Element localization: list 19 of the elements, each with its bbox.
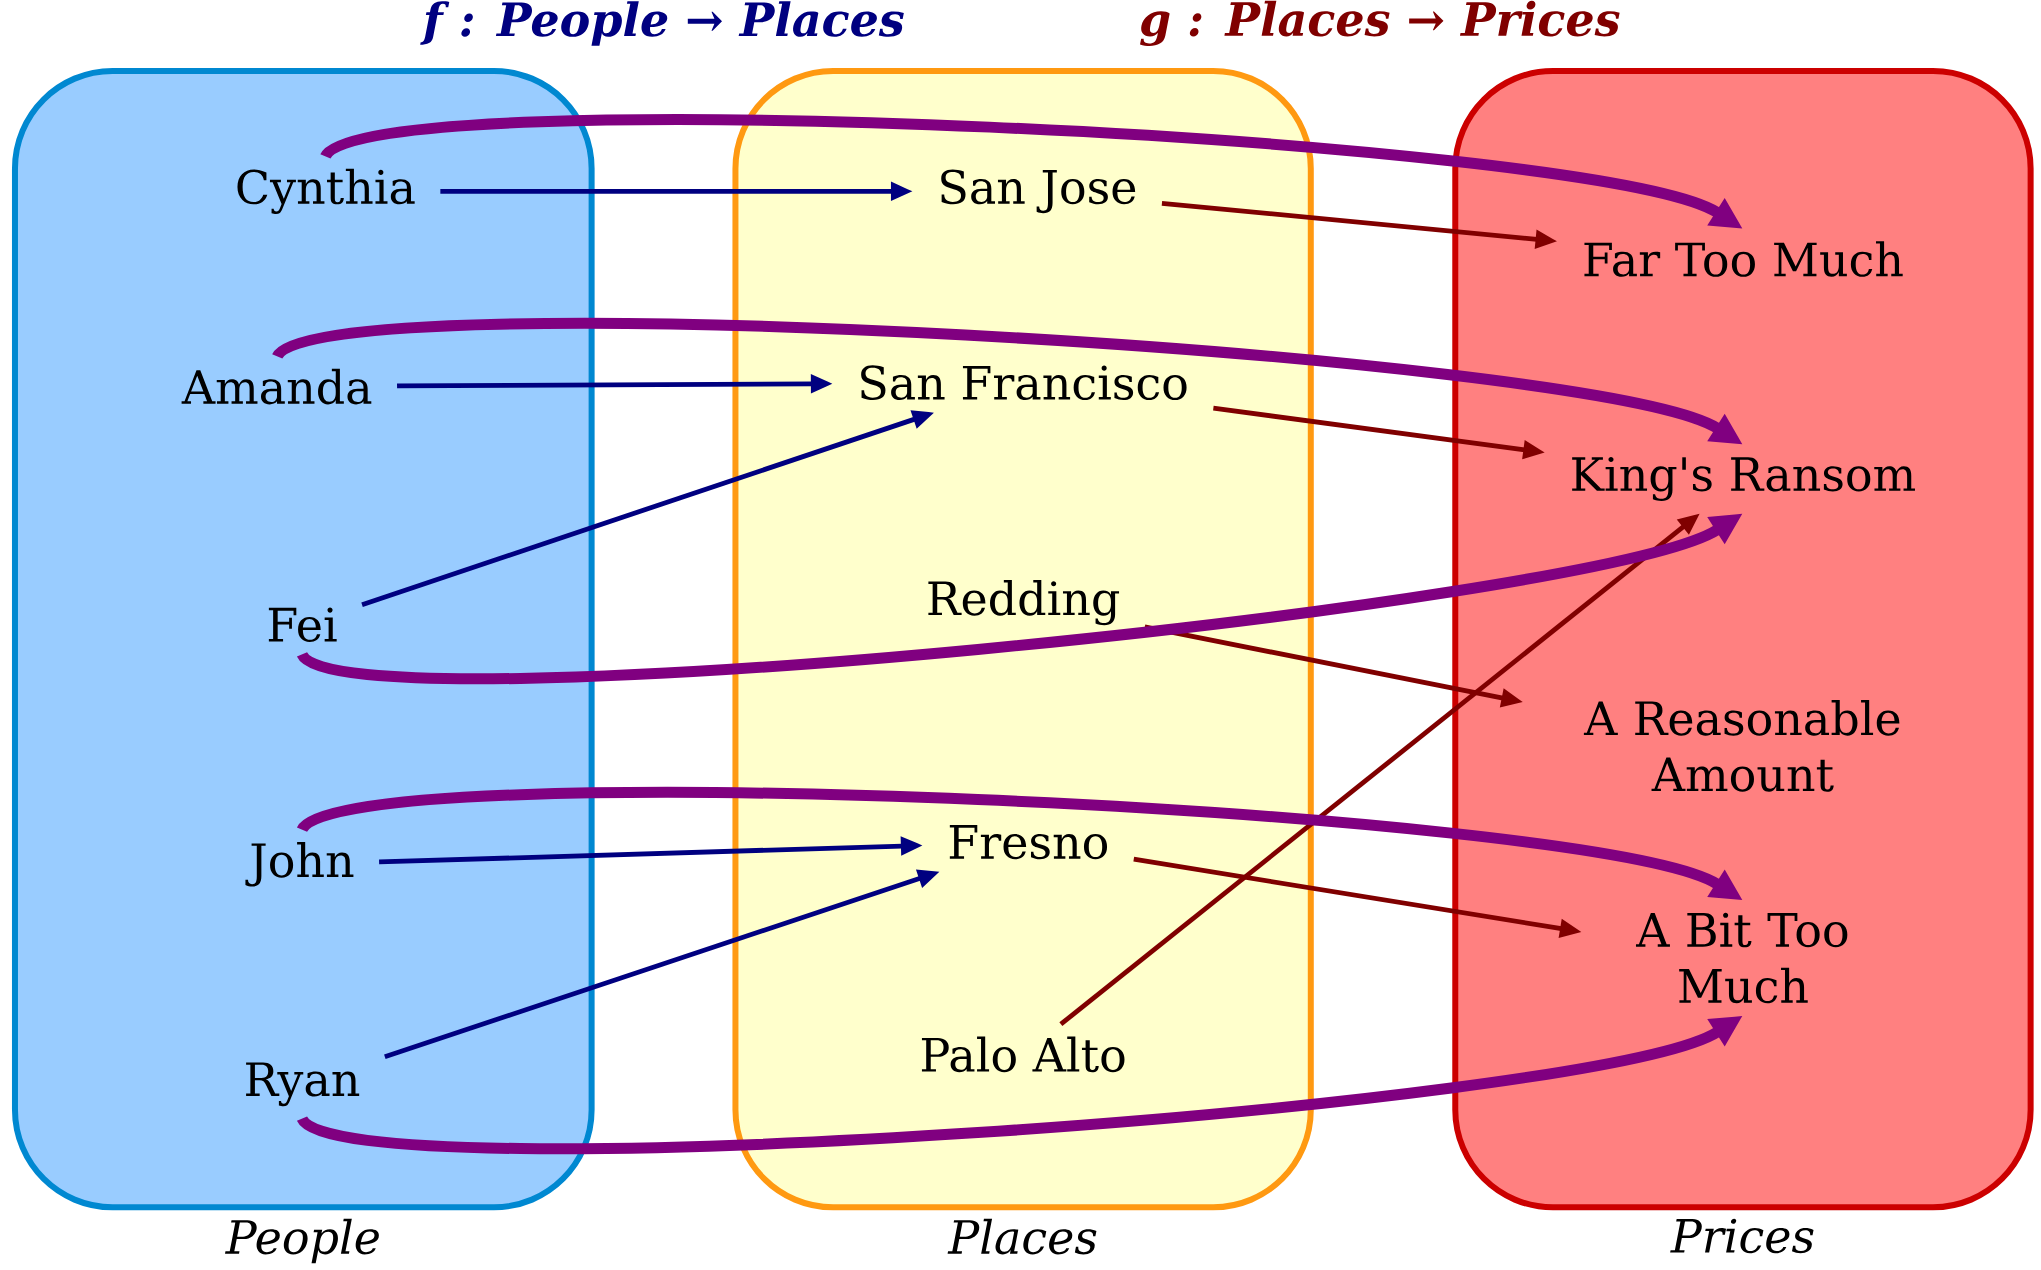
item-label: Far Too Much bbox=[1584, 241, 1903, 277]
item-label: Ryan bbox=[246, 1062, 360, 1106]
item-label: A Reasonable Amount bbox=[1583, 699, 1900, 792]
item-label: Palo Alto bbox=[921, 1036, 1125, 1072]
item-label: Cynthia bbox=[237, 168, 415, 214]
function-title: g : Places → Prices bbox=[1140, 0, 1620, 46]
item-label: San Jose bbox=[941, 169, 1136, 213]
item-label: Redding bbox=[928, 579, 1120, 626]
item-label: A Bit Too Much bbox=[1635, 912, 1848, 1004]
item-label: King's Ransom bbox=[1572, 456, 1915, 501]
node-label: People bbox=[225, 1218, 379, 1264]
node-label: Prices bbox=[1670, 1218, 1814, 1254]
function-title: f : People → Places bbox=[420, 0, 904, 46]
item-label: Fresno bbox=[949, 824, 1108, 860]
item-label: Amanda bbox=[181, 368, 372, 405]
item-label: San Francisco bbox=[861, 365, 1187, 400]
node-label: Places bbox=[947, 1218, 1097, 1255]
item-label: Fei bbox=[268, 607, 337, 642]
item-label: John bbox=[245, 841, 354, 887]
